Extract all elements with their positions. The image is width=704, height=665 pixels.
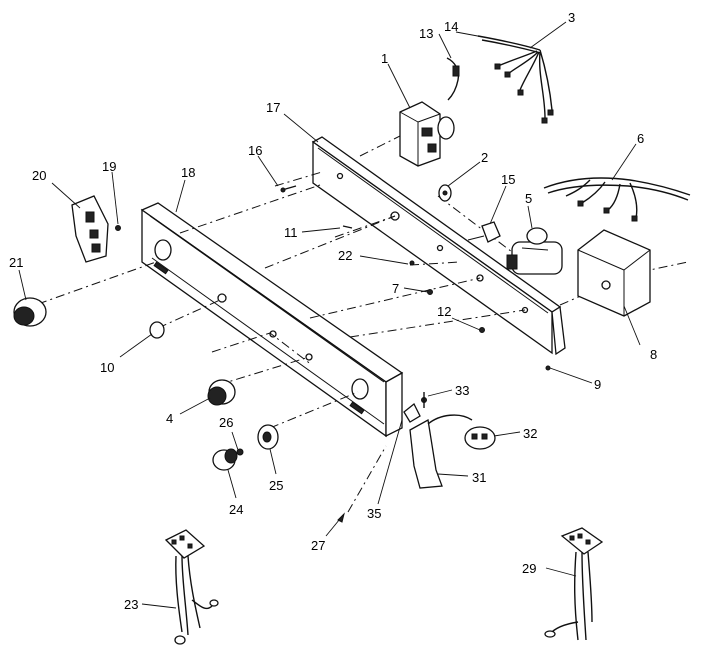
- callout-labels: 1 2 3 13 14 6 5 15 17 16 19 20 18 11 22 …: [9, 10, 657, 612]
- callout-31: 31: [472, 470, 486, 485]
- callout-1: 1: [381, 51, 388, 66]
- callout-14: 14: [444, 19, 458, 34]
- harness-lower-right: [544, 527, 604, 641]
- callout-4: 4: [166, 411, 173, 426]
- callout-18: 18: [181, 165, 195, 180]
- callout-29: 29: [522, 561, 536, 576]
- callout-9: 9: [594, 377, 601, 392]
- knob-skirt: [257, 424, 279, 450]
- callout-2: 2: [481, 150, 488, 165]
- callout-24: 24: [229, 502, 243, 517]
- callout-13: 13: [419, 26, 433, 41]
- knob-temperature: [212, 448, 238, 471]
- control-panel: [140, 202, 404, 438]
- callout-12: 12: [437, 304, 451, 319]
- callout-25: 25: [269, 478, 283, 493]
- callout-17: 17: [266, 100, 280, 115]
- callout-5: 5: [525, 191, 532, 206]
- callout-19: 19: [102, 159, 116, 174]
- console-bracket: [311, 136, 566, 356]
- rotary-switch: [403, 392, 473, 489]
- callout-16: 16: [248, 143, 262, 158]
- callout-3: 3: [568, 10, 575, 25]
- callout-21: 21: [9, 255, 23, 270]
- explode-lines: [37, 129, 689, 513]
- callout-10: 10: [100, 360, 114, 375]
- terminal-block: [467, 221, 501, 243]
- wire-harness-upper: [477, 35, 554, 124]
- callout-33: 33: [455, 383, 469, 398]
- callout-27: 27: [311, 538, 325, 553]
- callout-8: 8: [650, 347, 657, 362]
- callout-22: 22: [338, 248, 352, 263]
- knob-selector: [207, 379, 236, 406]
- callout-7: 7: [392, 281, 399, 296]
- callout-26: 26: [219, 415, 233, 430]
- water-valve: [506, 227, 563, 275]
- lamp-wire: [446, 57, 460, 101]
- switch-box: [577, 229, 651, 317]
- harness-lower-left: [164, 529, 219, 645]
- callout-15: 15: [501, 172, 515, 187]
- bracket-left: [71, 195, 109, 263]
- knob-small: [149, 321, 165, 339]
- knob-large: [13, 297, 47, 327]
- callout-23: 23: [124, 597, 138, 612]
- callout-35: 35: [367, 506, 381, 521]
- callout-11: 11: [284, 225, 298, 240]
- switch-knob-part: [438, 184, 452, 202]
- callout-20: 20: [32, 168, 46, 183]
- callout-32: 32: [523, 426, 537, 441]
- timer: [399, 101, 455, 167]
- connector-plug: [464, 426, 496, 450]
- wire-harness-right: [543, 177, 691, 222]
- leader-lines: [18, 21, 641, 609]
- callout-6: 6: [637, 131, 644, 146]
